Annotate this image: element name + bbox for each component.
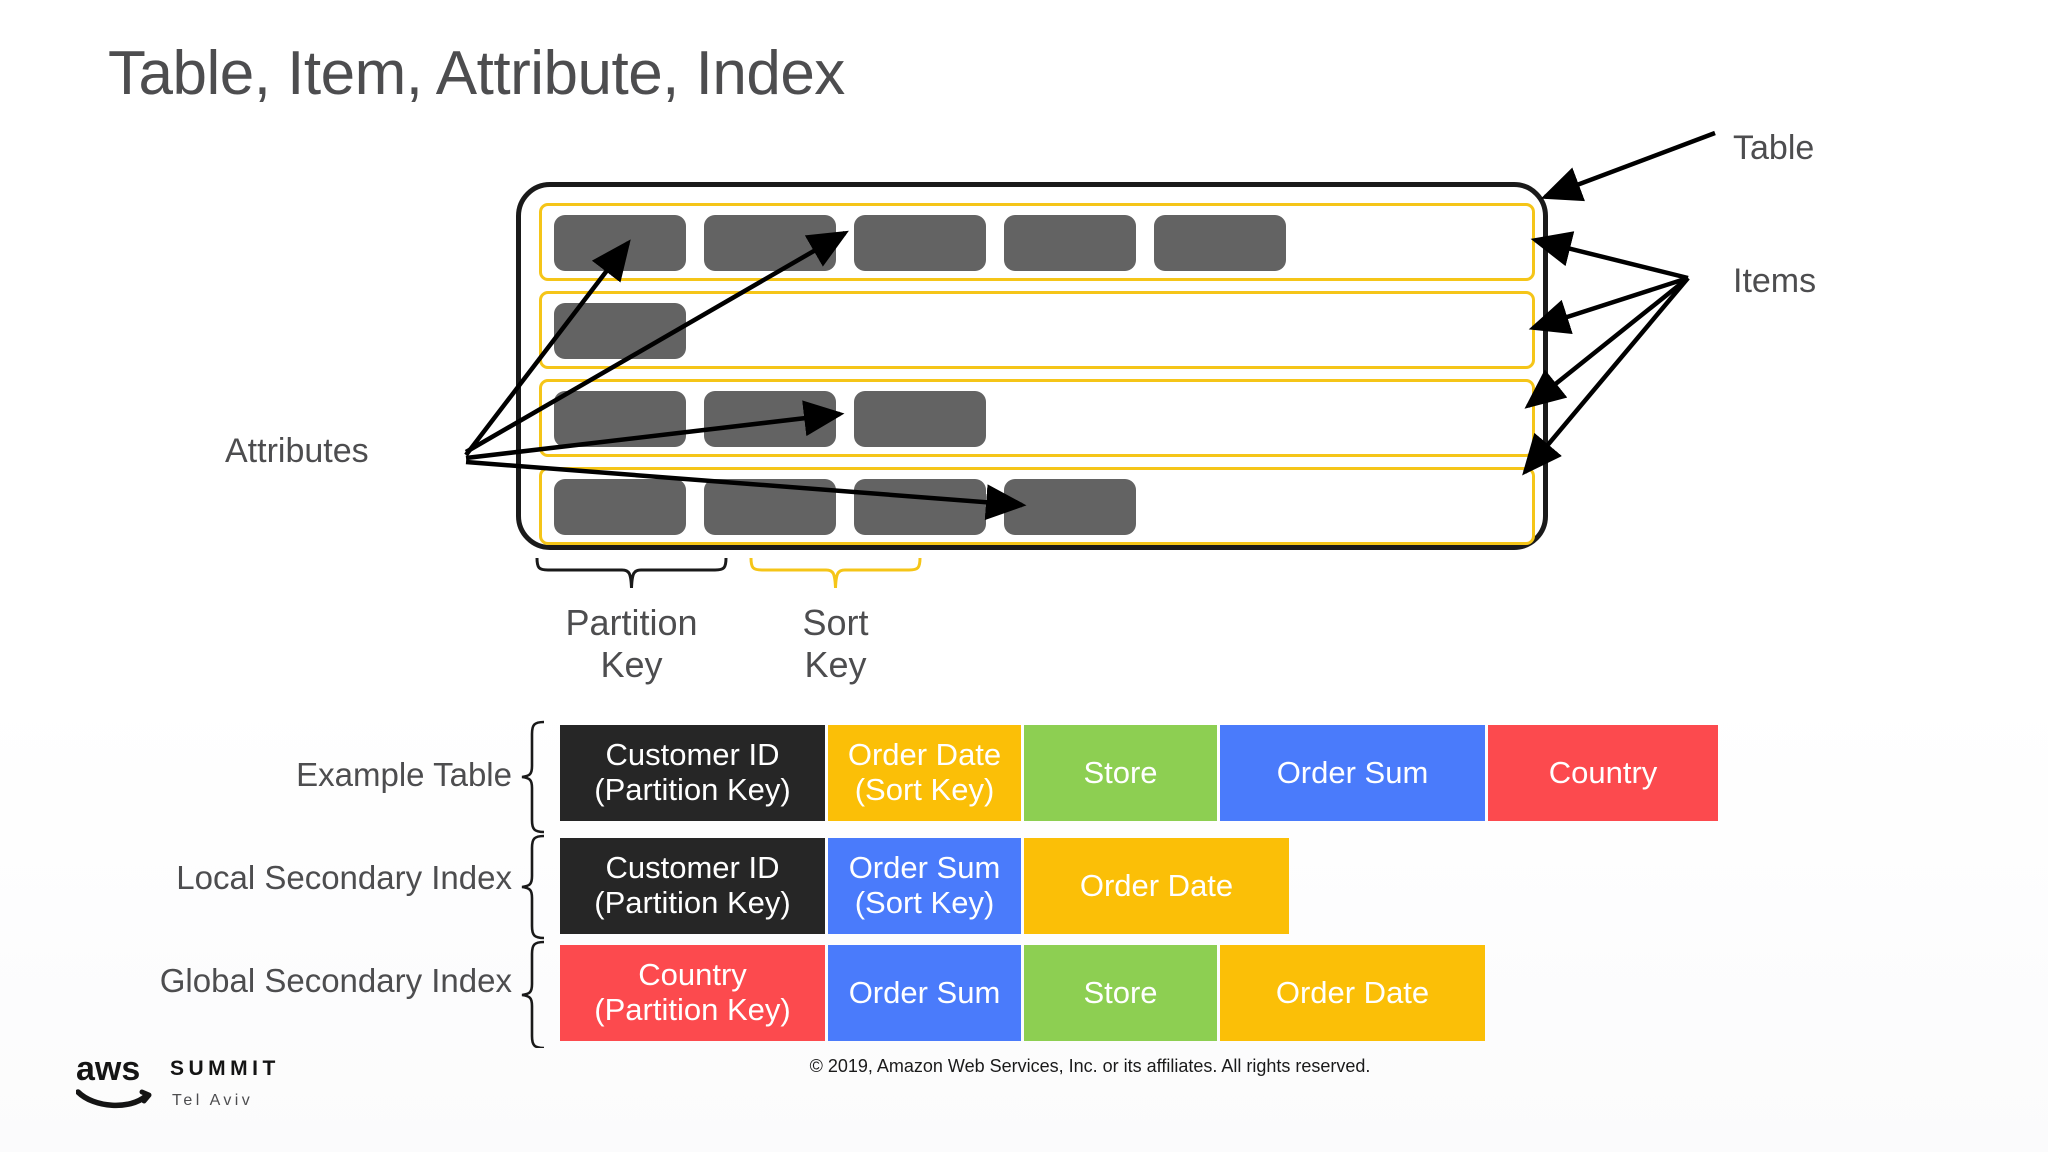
table-cell: Country (Partition Key) [560, 945, 825, 1041]
table-cell: Order Date [1220, 945, 1485, 1041]
attribute-box [854, 391, 986, 447]
cell-main: Order Sum [848, 974, 1001, 1010]
row-label-example-table: Example Table [296, 756, 512, 793]
attribute-box [1004, 479, 1136, 535]
item-row [539, 379, 1535, 457]
table-cell: Customer ID (Partition Key) [560, 838, 825, 934]
cell-sub: (Partition Key) [594, 992, 791, 1027]
cell-sub: (Sort Key) [854, 772, 995, 807]
row-label-local-secondary-index: Local Secondary Index [176, 859, 512, 896]
item-row [539, 291, 1535, 369]
table-container [516, 182, 1548, 550]
attribute-box [704, 479, 836, 535]
attribute-box [554, 215, 686, 271]
arrow-item-3 [1522, 276, 1690, 476]
cell-main: Customer ID [605, 850, 780, 886]
callout-label-table: Table [1733, 129, 1815, 167]
cell-main: Customer ID [605, 737, 780, 773]
attribute-box [854, 215, 986, 271]
cell-main: Store [1083, 974, 1158, 1010]
arrow-item-0 [1530, 231, 1689, 281]
table-cell: Order Date (Sort Key) [828, 725, 1021, 821]
sort-key-brace [749, 557, 922, 589]
arrow-table [1540, 130, 1716, 202]
sort-key-line-2: Key [804, 643, 867, 685]
item-row [539, 203, 1535, 281]
row-label-global-secondary-index: Global Secondary Index [159, 962, 512, 999]
callout-label-attributes: Attributes [225, 432, 369, 470]
cell-sub: (Partition Key) [594, 885, 791, 920]
partition-key-brace [535, 557, 728, 589]
cell-main: Order Date [1275, 974, 1430, 1010]
aws-smile [76, 1089, 149, 1109]
cell-main: Order Sum [848, 850, 1001, 886]
table-cell: Store [1024, 945, 1217, 1041]
attribute-box [1154, 215, 1286, 271]
partition-key-line-2: Key [600, 643, 663, 685]
table-cell: Customer ID (Partition Key) [560, 725, 825, 821]
attribute-box [554, 303, 686, 359]
attribute-box [554, 479, 686, 535]
cell-main: Country [1548, 754, 1658, 790]
cell-main: Order Sum [1276, 754, 1429, 790]
attribute-box [704, 215, 836, 271]
cell-sub: (Sort Key) [854, 885, 995, 920]
arrow-item-1 [1528, 275, 1689, 335]
partition-key-label: Partition Key [534, 602, 729, 686]
row-braces [521, 720, 545, 1048]
sort-key-line-1: Sort [802, 602, 869, 643]
cell-main: Store [1083, 754, 1158, 790]
callout-label-items: Items [1733, 262, 1817, 300]
partition-key-line-1: Partition [565, 602, 698, 643]
arrow-item-2 [1524, 276, 1690, 409]
cell-sub: (Partition Key) [594, 772, 791, 807]
cell-main: Country [638, 957, 747, 993]
table-cell: Store [1024, 725, 1217, 821]
table-cell: Order Sum [1220, 725, 1485, 821]
aws-wordmark: aws [76, 1050, 140, 1088]
summit-wordmark: SUMMIT [170, 1057, 280, 1080]
cell-main: Order Date [847, 737, 1002, 773]
attribute-box [554, 391, 686, 447]
page-title: Table, Item, Attribute, Index [108, 39, 845, 108]
attribute-box [854, 479, 986, 535]
cell-main: Order Date [1079, 867, 1234, 903]
table-cell: Country [1488, 725, 1718, 821]
city-wordmark: Tel Aviv [172, 1092, 253, 1109]
aws-summit-logo: aws SUMMIT Tel Aviv [76, 1050, 280, 1109]
table-cell: Order Sum [828, 945, 1021, 1041]
item-row [539, 467, 1535, 545]
copyright-notice: © 2019, Amazon Web Services, Inc. or its… [809, 1056, 1371, 1076]
sort-key-label: Sort Key [748, 602, 923, 686]
aws-smile-arrow [139, 1089, 152, 1104]
attribute-box [704, 391, 836, 447]
attribute-box [1004, 215, 1136, 271]
table-cell: Order Date [1024, 838, 1289, 934]
table-cell: Order Sum (Sort Key) [828, 838, 1021, 934]
